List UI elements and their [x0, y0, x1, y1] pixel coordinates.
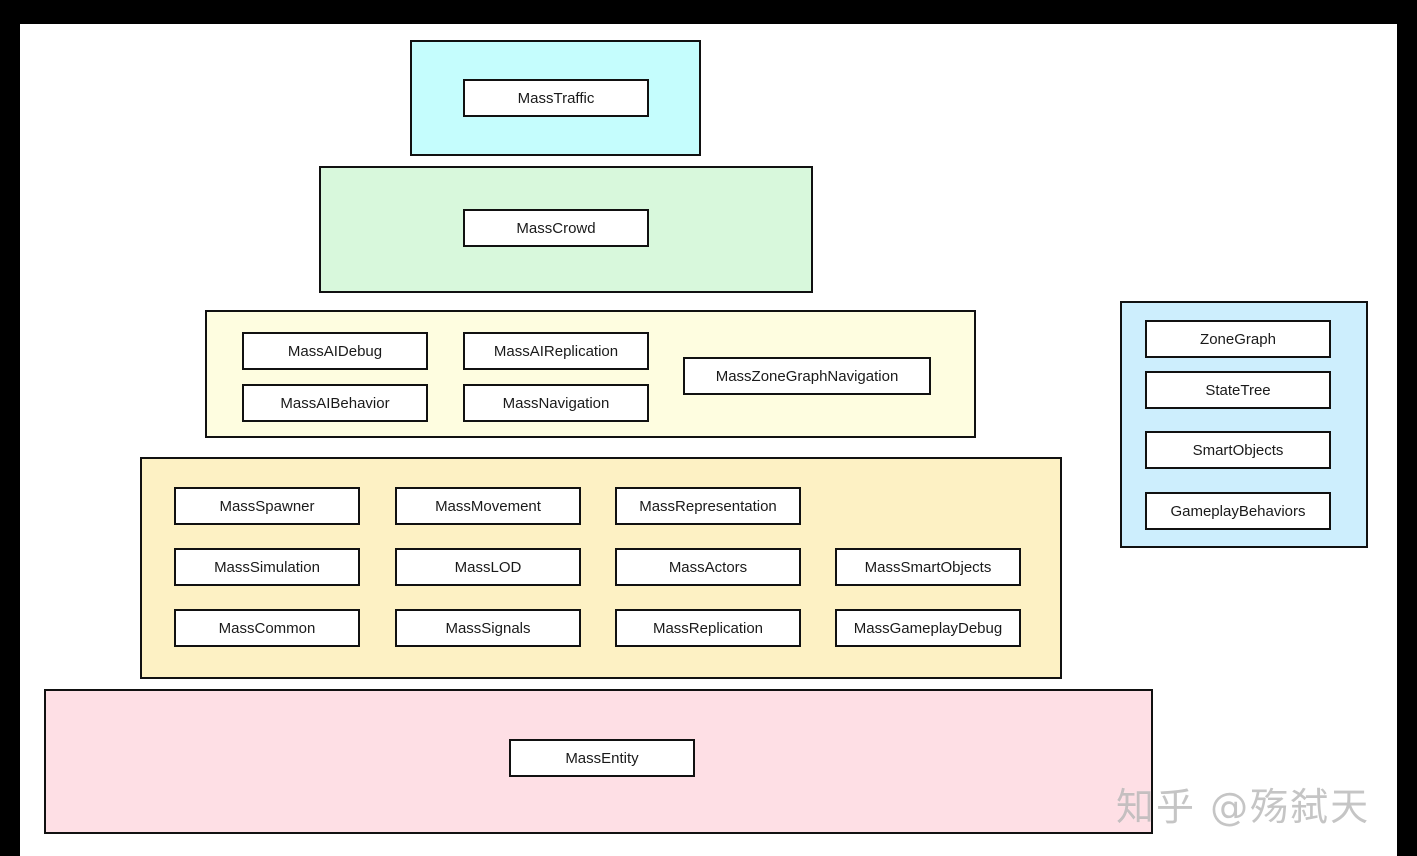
- module-mass-traffic: MassTraffic: [463, 79, 649, 117]
- module-mass-actors: MassActors: [615, 548, 801, 586]
- module-mass-lod: MassLOD: [395, 548, 581, 586]
- module-state-tree: StateTree: [1145, 371, 1331, 409]
- module-mass-common: MassCommon: [174, 609, 360, 647]
- module-mass-simulation: MassSimulation: [174, 548, 360, 586]
- tier-gameplay: MassSpawner MassMovement MassRepresentat…: [140, 457, 1062, 679]
- module-mass-smart-objects: MassSmartObjects: [835, 548, 1021, 586]
- side-dependencies: ZoneGraph StateTree SmartObjects Gamepla…: [1120, 301, 1368, 548]
- module-mass-representation: MassRepresentation: [615, 487, 801, 525]
- module-mass-gameplay-debug: MassGameplayDebug: [835, 609, 1021, 647]
- module-mass-navigation: MassNavigation: [463, 384, 649, 422]
- tier-traffic: MassTraffic: [410, 40, 701, 156]
- module-mass-ai-behavior: MassAIBehavior: [242, 384, 428, 422]
- module-gameplay-behaviors: GameplayBehaviors: [1145, 492, 1331, 530]
- module-mass-zonegraph-navigation: MassZoneGraphNavigation: [683, 357, 931, 395]
- module-mass-entity: MassEntity: [509, 739, 695, 777]
- module-mass-movement: MassMovement: [395, 487, 581, 525]
- tier-ai: MassAIDebug MassAIReplication MassZoneGr…: [205, 310, 976, 438]
- diagram-canvas: MassTraffic MassCrowd MassAIDebug MassAI…: [20, 24, 1397, 856]
- module-mass-ai-debug: MassAIDebug: [242, 332, 428, 370]
- module-smart-objects: SmartObjects: [1145, 431, 1331, 469]
- module-mass-spawner: MassSpawner: [174, 487, 360, 525]
- watermark-text: 知乎 @殇弑天: [1116, 785, 1371, 829]
- module-mass-signals: MassSignals: [395, 609, 581, 647]
- tier-entity: MassEntity: [44, 689, 1153, 834]
- module-mass-ai-replication: MassAIReplication: [463, 332, 649, 370]
- tier-crowd: MassCrowd: [319, 166, 813, 293]
- module-zone-graph: ZoneGraph: [1145, 320, 1331, 358]
- module-mass-crowd: MassCrowd: [463, 209, 649, 247]
- module-mass-replication: MassReplication: [615, 609, 801, 647]
